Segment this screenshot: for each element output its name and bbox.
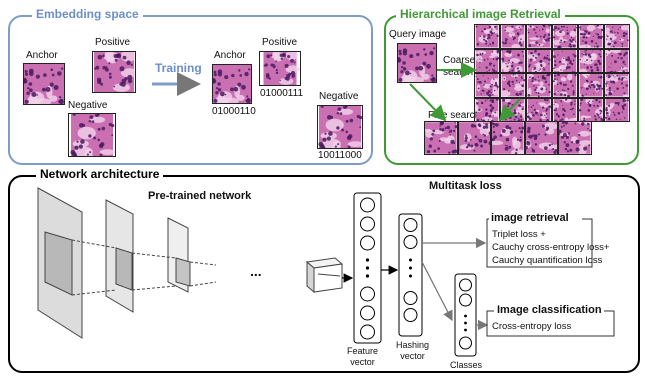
retrieval-loss-line-3: Cauchy quantification loss — [492, 255, 603, 266]
fine-search-result-tile — [558, 121, 592, 155]
database-image-tile — [526, 97, 552, 122]
coarse-to-fine-arrow — [498, 98, 521, 122]
negative-code: 10011000 — [318, 150, 362, 161]
database-image-tile — [604, 97, 630, 122]
embedding-space-panel — [8, 15, 373, 165]
anchor-image — [23, 63, 65, 105]
retrieval-loss-box — [486, 218, 593, 268]
database-image-tile — [526, 73, 552, 98]
database-image-tile — [552, 48, 578, 73]
database-image-tile — [552, 97, 578, 122]
anchor-label-2: Anchor — [214, 50, 246, 61]
negative-image — [68, 113, 116, 157]
database-image-tile — [578, 73, 604, 98]
positive-code: 01000111 — [260, 88, 304, 99]
fine-search-result-tile — [491, 121, 525, 155]
embedding-space-title: Embedding space — [32, 7, 143, 21]
classification-loss-line-1: Cross-entropy loss — [492, 321, 572, 332]
anchor-code: 01000110 — [212, 106, 256, 117]
database-image-tile — [526, 48, 552, 73]
database-image-tile — [500, 24, 526, 49]
fine-search-result-tile — [457, 121, 491, 155]
negative-image-2 — [317, 105, 363, 149]
database-image-tile — [604, 24, 630, 49]
multitask-loss-label: Multitask loss — [429, 180, 502, 192]
classes-nodes — [459, 278, 472, 350]
image-classification-title: Image classification — [497, 304, 602, 316]
training-label: Training — [155, 61, 202, 75]
hashing-vector-nodes — [403, 218, 418, 322]
positive-image-2 — [259, 51, 301, 86]
anchor-label: Anchor — [26, 50, 58, 61]
positive-label-2: Positive — [262, 37, 298, 48]
database-image-tile — [552, 73, 578, 98]
hashing-to-classes-arrow — [421, 261, 453, 322]
receptive-field-lines — [71, 239, 217, 296]
retrieval-loss-line-2: Cauchy cross-entropy loss+ — [492, 242, 610, 253]
cnn-kernel-3 — [175, 257, 191, 287]
fine-search-label: Fine search — [428, 110, 481, 121]
database-image-tile — [500, 73, 526, 98]
feature-vector-nodes — [360, 197, 375, 340]
retrieval-title: Hierarchical image Retrieval — [396, 7, 565, 21]
pretrained-network-label: Pre-trained network — [148, 190, 252, 202]
coarse-search-label: Coarse search — [443, 55, 476, 78]
database-image-tile — [578, 24, 604, 49]
classes-label: Classes — [450, 360, 483, 370]
anchor-image-2 — [212, 64, 252, 104]
database-image-tile — [474, 48, 500, 73]
positive-image — [92, 51, 136, 93]
cnn-kernel-2 — [115, 247, 133, 291]
database-image-tile — [500, 48, 526, 73]
hashing-vector-label: Hashing vector — [396, 340, 430, 361]
query-image — [397, 43, 437, 83]
image-retrieval-title: image retrieval — [491, 212, 569, 224]
query-to-fine-arrow — [409, 83, 447, 122]
database-image-tile — [474, 73, 500, 98]
database-image-tile — [578, 48, 604, 73]
retrieval-loss-line-1: Triplet loss + — [492, 229, 546, 240]
database-image-tile — [474, 24, 500, 49]
database-image-tile — [578, 97, 604, 122]
network-architecture-panel — [8, 175, 640, 373]
fine-search-result-tile — [524, 121, 558, 155]
database-image-tile — [552, 24, 578, 49]
positive-label: Positive — [95, 37, 131, 48]
query-image-label: Query image — [389, 29, 447, 40]
fine-search-result-tile — [424, 121, 458, 155]
network-architecture-title: Network architecture — [36, 167, 164, 181]
ellipsis-label: ... — [250, 263, 262, 279]
classification-loss-box — [486, 310, 615, 337]
database-image-tile — [604, 73, 630, 98]
database-image-tile — [604, 48, 630, 73]
negative-label: Negative — [68, 100, 108, 111]
feature-vector-label: Feature vector — [347, 346, 379, 367]
database-image-tile — [526, 24, 552, 49]
negative-label-2: Negative — [319, 91, 359, 102]
